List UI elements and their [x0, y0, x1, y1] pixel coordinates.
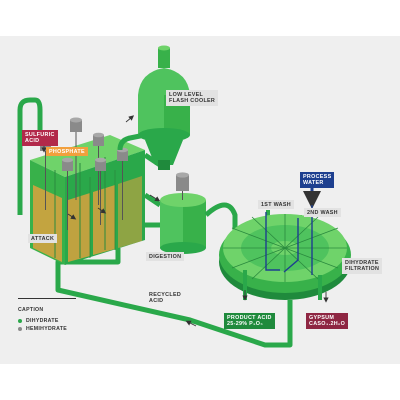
- agitators: [40, 117, 128, 230]
- legend-item-label: DIHYDRATE: [26, 318, 59, 324]
- recycle-pipe: [55, 248, 293, 348]
- dihydrate-dot-icon: [18, 319, 22, 323]
- first-wash-label: 1ST WASH: [258, 200, 294, 210]
- legend-item-hemihydrate: HEMIHYDRATE: [18, 325, 78, 333]
- flash-cooler-label: LOW LEVEL FLASH COOLER: [166, 90, 219, 106]
- acid-feed-pipe: [17, 97, 43, 215]
- filter-feed-pipe: [204, 202, 238, 240]
- flash-cooler: [138, 45, 190, 170]
- gypsum-label: GYPSUM CaSO₄.2H₂O: [306, 313, 349, 329]
- legend-title: CAPTION: [18, 307, 44, 313]
- filtration-wheel: [219, 205, 351, 300]
- dihydrate-filtration-label: DIHYDRATE FILTRATION: [342, 258, 383, 274]
- digestion-label: DIGESTION: [146, 252, 185, 262]
- legend-rule: [18, 298, 76, 299]
- legend: CAPTION DIHYDRATE HEMIHYDRATE: [18, 298, 78, 333]
- legend-item-label: HEMIHYDRATE: [26, 326, 67, 332]
- sulfuric-acid-label: SULFURIC ACID: [22, 130, 58, 146]
- phosphate-label: PHOSPHATE: [46, 147, 88, 157]
- product-acid-label: PRODUCT ACID 25-29% P₂O₅: [224, 313, 275, 329]
- digestion-tank: [160, 172, 206, 254]
- attack-label: ATTACK: [28, 234, 58, 244]
- legend-item-dihydrate: DIHYDRATE: [18, 317, 78, 325]
- process-water-label: PROCESS WATER: [300, 172, 335, 188]
- recycled-acid-label: RECYCLED ACID: [146, 290, 185, 306]
- second-wash-label: 2ND WASH: [304, 208, 341, 218]
- hemihydrate-dot-icon: [18, 327, 22, 331]
